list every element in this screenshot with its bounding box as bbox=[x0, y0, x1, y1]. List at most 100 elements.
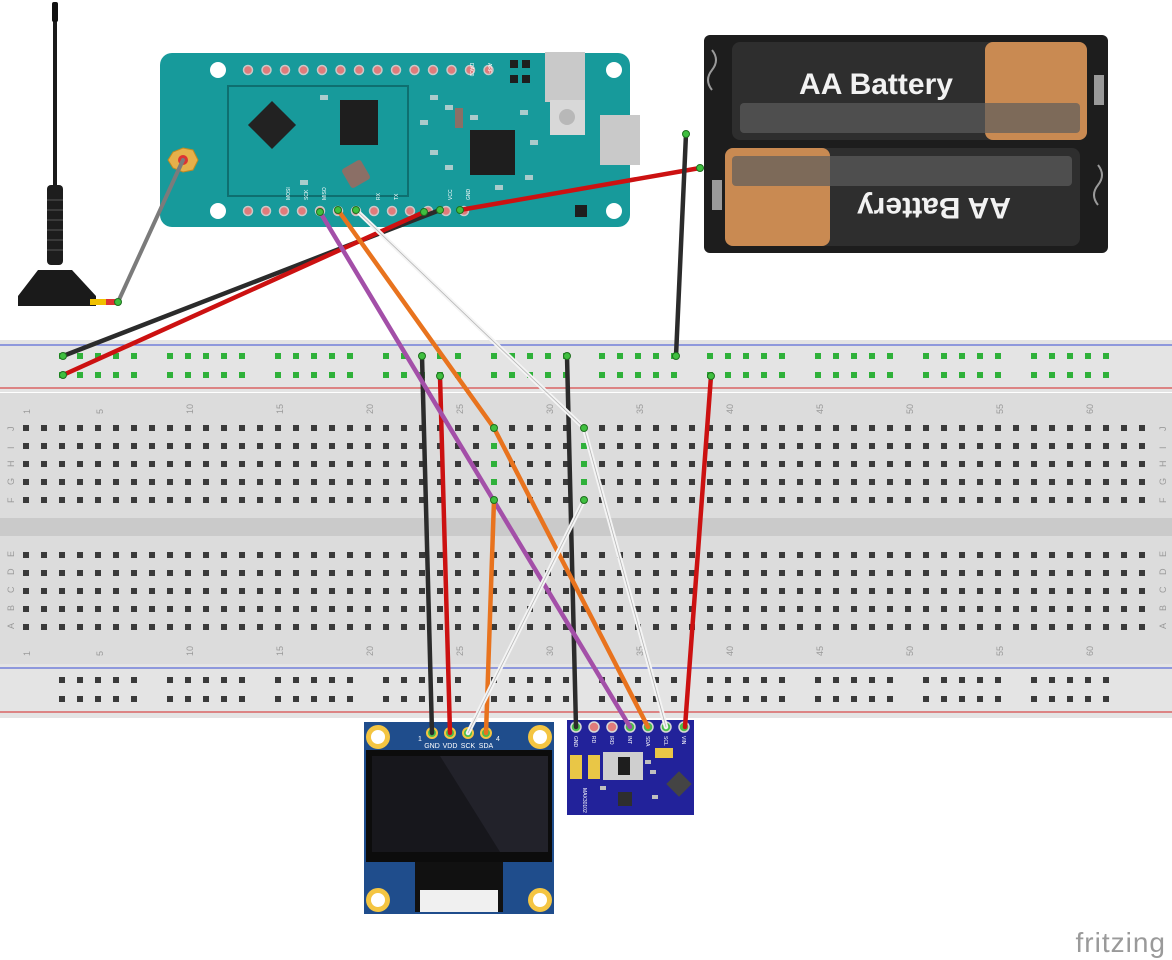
terminal-hole bbox=[1139, 461, 1145, 467]
terminal-hole bbox=[743, 606, 749, 612]
battery-label-top: AA Battery bbox=[799, 68, 953, 101]
rail-hole bbox=[455, 696, 461, 702]
terminal-hole bbox=[509, 479, 515, 485]
terminal-hole bbox=[887, 606, 893, 612]
terminal-hole bbox=[1049, 479, 1055, 485]
terminal-hole bbox=[203, 443, 209, 449]
terminal-hole bbox=[419, 443, 425, 449]
terminal-hole bbox=[383, 624, 389, 630]
terminal-hole bbox=[599, 570, 605, 576]
terminal-hole bbox=[599, 479, 605, 485]
col-num: 55 bbox=[995, 646, 1005, 656]
terminal-hole bbox=[491, 570, 497, 576]
terminal-hole bbox=[689, 570, 695, 576]
terminal-hole bbox=[581, 443, 587, 449]
terminal-hole bbox=[473, 479, 479, 485]
fritzing-logo: fritzing bbox=[1076, 927, 1166, 958]
rail-hole bbox=[491, 353, 497, 359]
rail-hole bbox=[671, 372, 677, 378]
mcu-pin bbox=[353, 64, 365, 76]
terminal-hole bbox=[455, 588, 461, 594]
rail-hole bbox=[167, 372, 173, 378]
terminal-hole bbox=[203, 588, 209, 594]
terminal-hole bbox=[203, 497, 209, 503]
rail-hole bbox=[131, 696, 137, 702]
terminal-hole bbox=[383, 425, 389, 431]
terminal-hole bbox=[1013, 588, 1019, 594]
terminal-hole bbox=[617, 497, 623, 503]
col-num: 1 bbox=[22, 409, 32, 414]
terminal-hole bbox=[941, 461, 947, 467]
terminal-hole bbox=[869, 606, 875, 612]
row-letter: J bbox=[6, 427, 16, 432]
rail-hole bbox=[113, 372, 119, 378]
rail-hole bbox=[995, 372, 1001, 378]
terminal-hole bbox=[95, 461, 101, 467]
terminal-hole bbox=[1121, 497, 1127, 503]
mcu-pin bbox=[316, 64, 328, 76]
rail-hole bbox=[959, 677, 965, 683]
terminal-hole bbox=[329, 606, 335, 612]
terminal-hole bbox=[77, 497, 83, 503]
terminal-hole bbox=[401, 588, 407, 594]
terminal-hole bbox=[1121, 588, 1127, 594]
col-num: 5 bbox=[95, 409, 105, 414]
terminal-hole bbox=[761, 588, 767, 594]
terminal-hole bbox=[311, 588, 317, 594]
terminal-hole bbox=[653, 497, 659, 503]
pin-label: MOSI bbox=[286, 187, 292, 200]
terminal-hole bbox=[131, 570, 137, 576]
terminal-hole bbox=[545, 552, 551, 558]
terminal-hole bbox=[1139, 497, 1145, 503]
wire-black-oled-gnd bbox=[419, 353, 435, 736]
terminal-hole bbox=[1103, 497, 1109, 503]
rail-hole bbox=[203, 677, 209, 683]
rail-hole bbox=[1031, 353, 1037, 359]
terminal-hole bbox=[761, 570, 767, 576]
terminal-hole bbox=[1031, 606, 1037, 612]
wire-endpoint bbox=[59, 371, 67, 379]
rail-hole bbox=[347, 353, 353, 359]
sensor-pin bbox=[606, 721, 618, 733]
terminal-hole bbox=[491, 479, 497, 485]
terminal-hole bbox=[959, 588, 965, 594]
terminal-hole bbox=[815, 497, 821, 503]
terminal-hole bbox=[869, 624, 875, 630]
rail-hole bbox=[761, 696, 767, 702]
rail-hole bbox=[725, 677, 731, 683]
terminal-hole bbox=[149, 552, 155, 558]
rail-hole bbox=[329, 353, 335, 359]
terminal-hole bbox=[59, 570, 65, 576]
terminal-hole bbox=[599, 443, 605, 449]
terminal-hole bbox=[815, 570, 821, 576]
terminal-hole bbox=[581, 624, 587, 630]
terminal-hole bbox=[275, 497, 281, 503]
rail-hole bbox=[311, 696, 317, 702]
rail-hole bbox=[275, 372, 281, 378]
terminal-hole bbox=[275, 570, 281, 576]
col-num: 30 bbox=[545, 404, 555, 414]
wire-endpoint bbox=[59, 352, 67, 360]
terminal-hole bbox=[131, 497, 137, 503]
rail-hole bbox=[725, 372, 731, 378]
col-num: 60 bbox=[1085, 404, 1095, 414]
terminal-hole bbox=[77, 624, 83, 630]
terminal-hole bbox=[977, 552, 983, 558]
rail-hole bbox=[1085, 372, 1091, 378]
terminal-hole bbox=[1139, 624, 1145, 630]
col-num: 60 bbox=[1085, 646, 1095, 656]
rail-hole bbox=[347, 696, 353, 702]
rail-hole bbox=[779, 353, 785, 359]
rail-hole bbox=[545, 353, 551, 359]
terminal-hole bbox=[545, 497, 551, 503]
terminal-hole bbox=[41, 588, 47, 594]
rail-hole bbox=[77, 372, 83, 378]
terminal-hole bbox=[1121, 606, 1127, 612]
rail-hole bbox=[1085, 696, 1091, 702]
terminal-hole bbox=[329, 497, 335, 503]
rail-hole bbox=[851, 353, 857, 359]
wire-endpoint bbox=[418, 352, 426, 360]
mcu-pin bbox=[335, 64, 346, 76]
terminal-hole bbox=[149, 425, 155, 431]
column-numbers-top: 1 5 10 15 20 25 30 35 40 45 50 55 60 bbox=[22, 404, 1095, 414]
